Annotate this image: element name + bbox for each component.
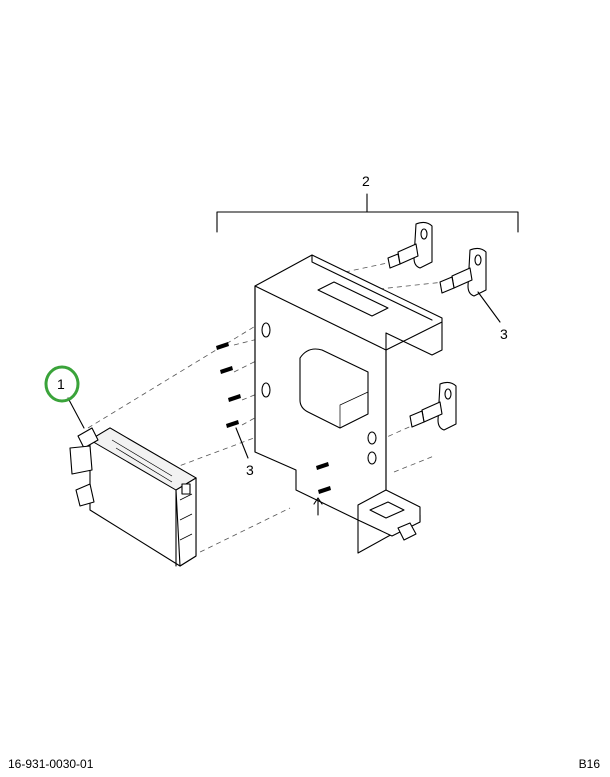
mounting-bracket xyxy=(254,254,443,554)
leader-1 xyxy=(67,397,85,429)
screws-left xyxy=(216,342,241,428)
callout-2-label: 2 xyxy=(362,173,370,189)
leader-3-lower xyxy=(235,427,249,459)
callout-1-label: 1 xyxy=(57,376,65,392)
screws-right xyxy=(316,462,331,494)
electronic-module xyxy=(69,427,197,567)
stud-hardware-upper xyxy=(387,221,487,297)
callout-3-upper-label: 3 xyxy=(500,326,508,342)
document-number: 16-931-0030-01 xyxy=(8,757,94,771)
callout-1-highlight xyxy=(44,365,80,403)
stud-hardware-lower xyxy=(409,381,457,431)
callout-3-lower-label: 3 xyxy=(246,462,254,478)
callout-2-bracket xyxy=(216,193,519,233)
page-code: B16 xyxy=(578,757,600,771)
leader-3-upper xyxy=(477,291,501,323)
